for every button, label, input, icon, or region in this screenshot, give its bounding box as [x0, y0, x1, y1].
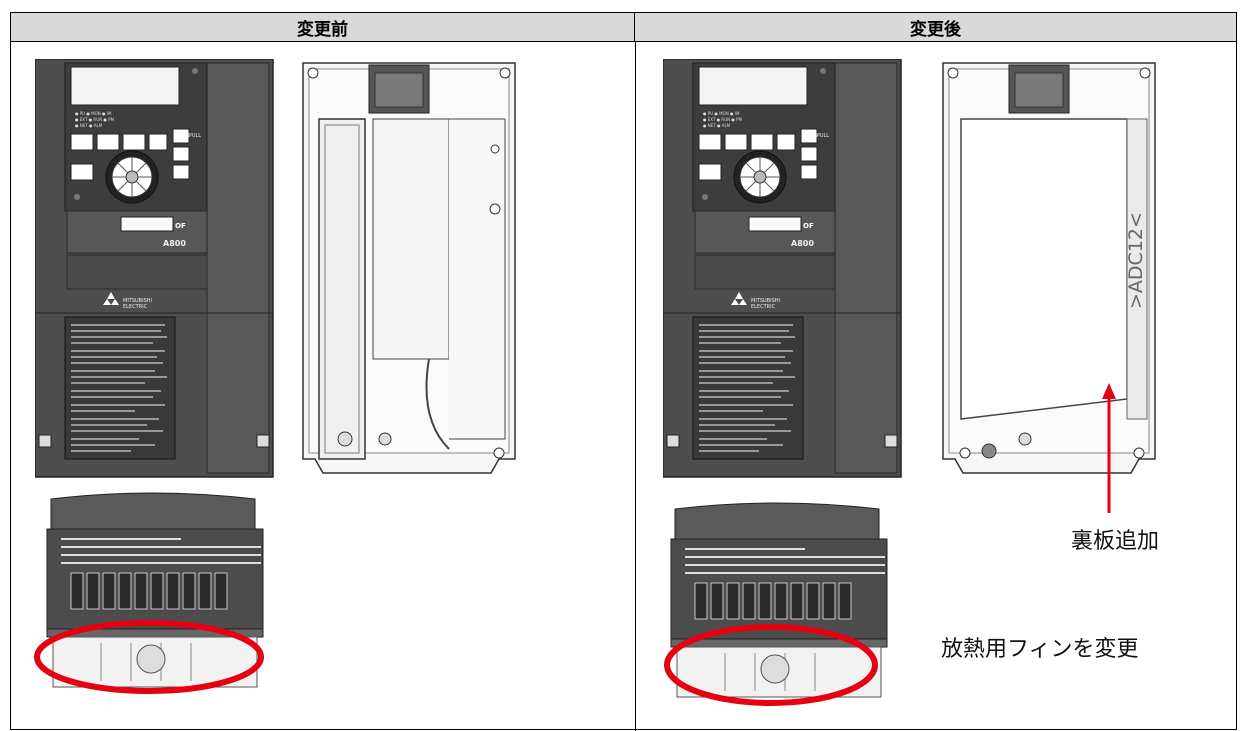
highlight-ellipse-after	[664, 624, 878, 706]
bottom-view-before	[34, 492, 264, 694]
back-view-after: >ADC12<	[942, 62, 1156, 474]
annotation-back-plate: 裏板追加	[1071, 529, 1160, 554]
casting-mark: >ADC12<	[1125, 212, 1147, 309]
back-view-before	[302, 62, 516, 474]
bottom-view-after	[664, 502, 888, 706]
arrow-back-plate	[1102, 383, 1116, 513]
highlight-ellipse-before	[34, 620, 264, 694]
annotation-fin-change: 放熱用フィンを変更	[941, 637, 1139, 662]
front-view-before	[35, 59, 274, 478]
header-before: 変更前	[11, 13, 635, 42]
header-after: 変更後	[635, 13, 1236, 42]
column-divider	[635, 42, 636, 731]
comparison-table: 変更前 変更後 >ADC12< 裏板追加	[10, 12, 1237, 731]
front-view-after	[663, 59, 902, 478]
